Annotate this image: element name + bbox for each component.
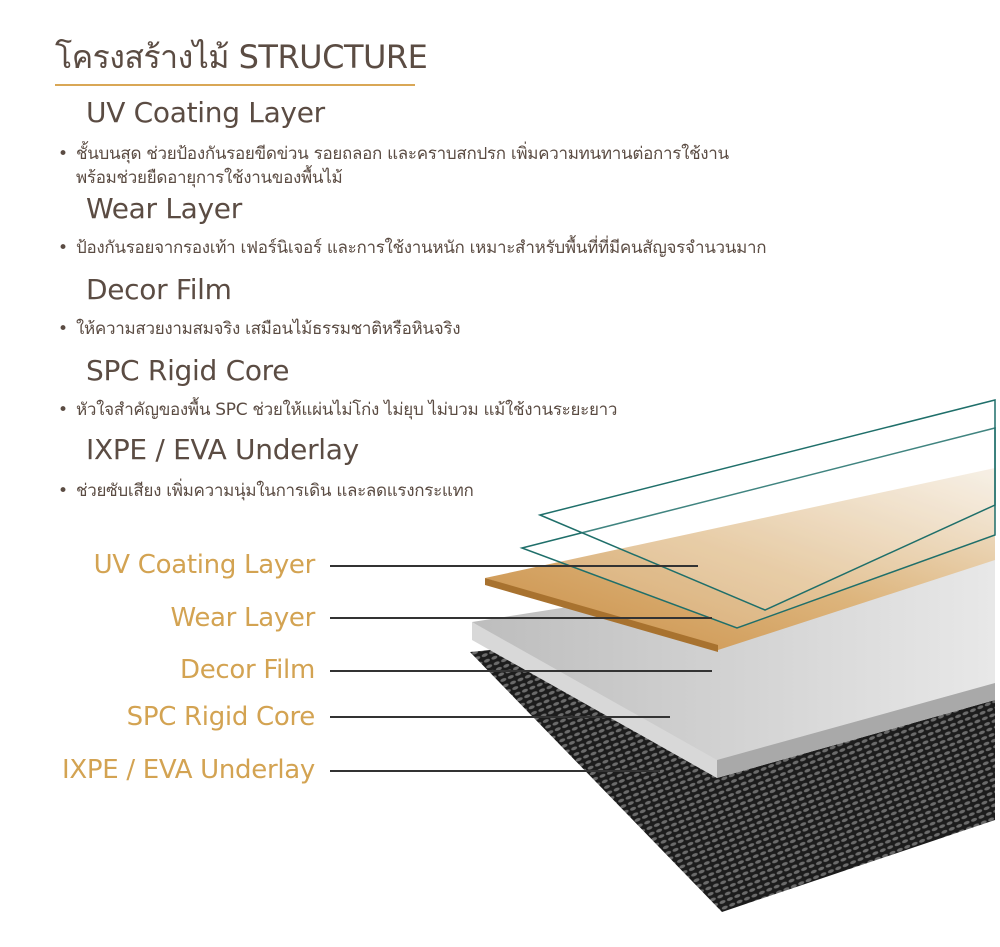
bullet: • xyxy=(58,144,68,164)
layer-desc-spc: • หัวใจสำคัญของพื้น SPC ช่วยให้แผ่นไม่โก่… xyxy=(58,398,617,422)
layer-heading-spc: SPC Rigid Core xyxy=(86,354,290,387)
page-title: โครงสร้างไม้ STRUCTURE xyxy=(55,38,428,76)
layer-desc-wear: • ป้องกันรอยจากรองเท้า เฟอร์นิเจอร์ และกา… xyxy=(58,236,767,260)
layer-heading-decor: Decor Film xyxy=(86,273,232,306)
leader-lines xyxy=(330,565,712,772)
callout-wear: Wear Layer xyxy=(170,603,315,633)
desc-line: ป้องกันรอยจากรองเท้า เฟอร์นิเจอร์ และการ… xyxy=(76,238,767,258)
bullet: • xyxy=(58,238,68,258)
layer-heading-wear: Wear Layer xyxy=(86,192,242,225)
layer-heading-uv: UV Coating Layer xyxy=(86,96,325,129)
desc-line: ชั้นบนสุด ช่วยป้องกันรอยขีดข่วน รอยถลอก … xyxy=(76,144,729,164)
callout-decor: Decor Film xyxy=(179,655,315,685)
layer-desc-uv: • ชั้นบนสุด ช่วยป้องกันรอยขีดข่วน รอยถลอก… xyxy=(58,142,729,190)
decor-film-layer xyxy=(485,468,995,652)
callout-underlay: IXPE / EVA Underlay xyxy=(61,755,315,785)
desc-line: ช่วยซับเสียง เพิ่มความนุ่มในการเดิน และล… xyxy=(76,481,474,501)
layer-desc-underlay: • ช่วยซับเสียง เพิ่มความนุ่มในการเดิน และ… xyxy=(58,479,474,503)
bullet: • xyxy=(58,400,68,420)
desc-line: หัวใจสำคัญของพื้น SPC ช่วยให้แผ่นไม่โก่ง… xyxy=(76,400,618,420)
layer-desc-decor: • ให้ความสวยงามสมจริง เสมือนไม้ธรรมชาติหร… xyxy=(58,317,461,341)
layer-heading-underlay: IXPE / EVA Underlay xyxy=(86,433,359,466)
callout-spc: SPC Rigid Core xyxy=(126,702,316,732)
title-underline xyxy=(55,84,415,86)
bullet: • xyxy=(58,319,68,339)
desc-line: ให้ความสวยงามสมจริง เสมือนไม้ธรรมชาติหรื… xyxy=(76,319,461,339)
callout-uv: UV Coating Layer xyxy=(93,550,316,580)
desc-line: พร้อมช่วยยืดอายุการใช้งานของพื้นไม้ xyxy=(76,168,343,188)
bullet: • xyxy=(58,481,68,501)
wear-layer-film xyxy=(519,427,996,629)
uv-coating-film xyxy=(537,399,996,611)
